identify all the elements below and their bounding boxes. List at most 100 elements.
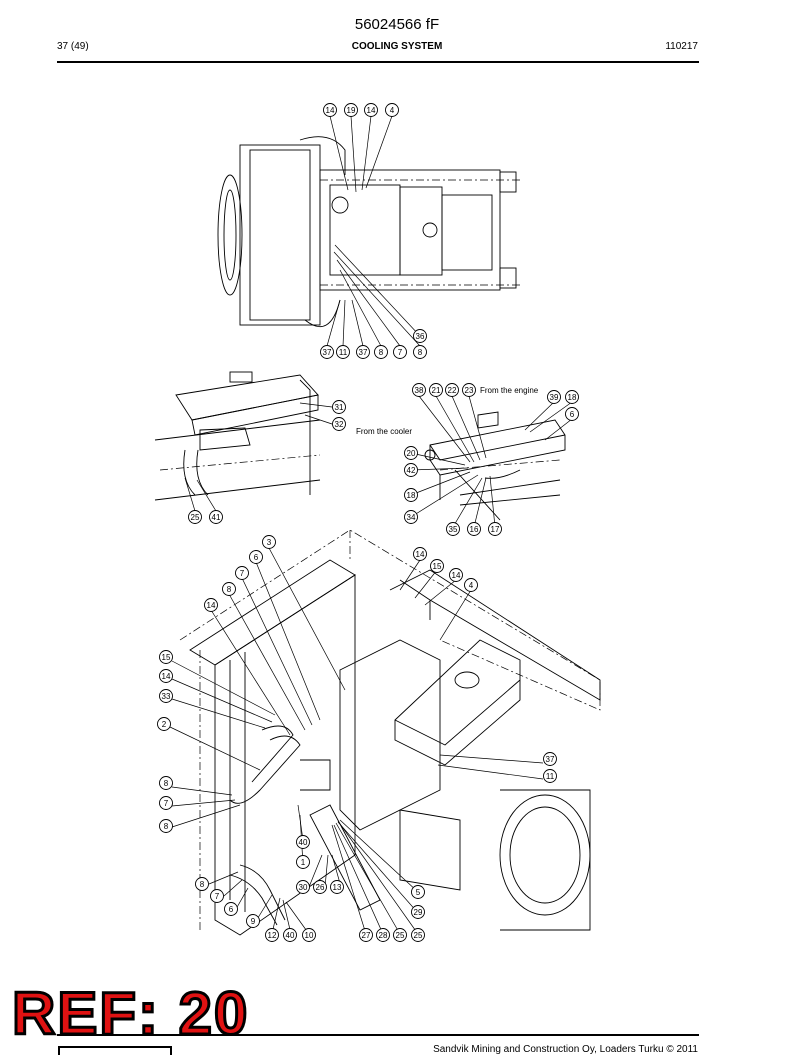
callout-balloon: 7 bbox=[210, 889, 224, 903]
callout-balloon: 42 bbox=[404, 463, 418, 477]
document-date: 110217 bbox=[665, 41, 698, 52]
svg-text:29: 29 bbox=[414, 908, 423, 917]
callout-balloon: 3 bbox=[262, 535, 276, 549]
callout-balloon: 18 bbox=[565, 390, 579, 404]
svg-text:15: 15 bbox=[433, 562, 442, 571]
svg-text:4: 4 bbox=[469, 581, 474, 590]
callout-balloon: 14 bbox=[323, 103, 337, 117]
note-from-cooler: From the cooler bbox=[356, 427, 412, 436]
svg-text:28: 28 bbox=[379, 931, 388, 940]
svg-text:37: 37 bbox=[359, 348, 368, 357]
callout-balloon: 34 bbox=[404, 510, 418, 524]
svg-text:25: 25 bbox=[191, 513, 200, 522]
callout-balloon: 4 bbox=[464, 578, 478, 592]
ref-stamp: REF: 20 bbox=[10, 980, 250, 1047]
footer-copyright: Sandvik Mining and Construction Oy, Load… bbox=[433, 1044, 698, 1055]
callout-balloon: 6 bbox=[565, 407, 579, 421]
svg-text:41: 41 bbox=[212, 513, 221, 522]
callout-balloon: 27 bbox=[359, 928, 373, 942]
svg-text:36: 36 bbox=[416, 332, 425, 341]
callout-balloon: 15 bbox=[159, 650, 173, 664]
svg-text:12: 12 bbox=[268, 931, 277, 940]
callout-balloon: 1 bbox=[296, 855, 310, 869]
page-number: 37 (49) bbox=[57, 41, 89, 52]
callout-balloon: 8 bbox=[159, 776, 173, 790]
svg-text:39: 39 bbox=[550, 393, 559, 402]
svg-text:14: 14 bbox=[207, 601, 216, 610]
svg-text:22: 22 bbox=[448, 386, 457, 395]
svg-text:10: 10 bbox=[305, 931, 314, 940]
callout-balloon: 8 bbox=[222, 582, 236, 596]
mid-left-drawing bbox=[154, 371, 321, 501]
svg-text:14: 14 bbox=[367, 106, 376, 115]
mid-left-callouts: 31 32 25 41 bbox=[188, 400, 346, 524]
callout-balloon: 39 bbox=[547, 390, 561, 404]
svg-text:25: 25 bbox=[396, 931, 405, 940]
svg-text:18: 18 bbox=[568, 393, 577, 402]
callout-balloon: 38 bbox=[412, 383, 426, 397]
svg-text:19: 19 bbox=[347, 106, 356, 115]
svg-text:5: 5 bbox=[416, 888, 421, 897]
svg-text:14: 14 bbox=[452, 571, 461, 580]
callout-balloon: 6 bbox=[224, 902, 238, 916]
svg-text:27: 27 bbox=[362, 931, 371, 940]
svg-text:42: 42 bbox=[407, 466, 416, 475]
callout-balloon: 8 bbox=[374, 345, 388, 359]
svg-text:23: 23 bbox=[465, 386, 474, 395]
callout-balloon: 8 bbox=[413, 345, 427, 359]
svg-text:26: 26 bbox=[316, 883, 325, 892]
svg-text:40: 40 bbox=[286, 931, 295, 940]
callout-balloon: 29 bbox=[411, 905, 425, 919]
mid-right-callouts: 38 21 22 23 39 18 6 20 42 18 34 35 16 17 bbox=[404, 383, 579, 536]
svg-text:31: 31 bbox=[335, 403, 344, 412]
svg-text:13: 13 bbox=[333, 883, 342, 892]
mid-right-leaders bbox=[410, 395, 573, 528]
callout-balloon: 28 bbox=[376, 928, 390, 942]
callout-balloon: 8 bbox=[159, 819, 173, 833]
callout-balloon: 41 bbox=[209, 510, 223, 524]
top-view-callouts: 14 19 14 4 36 37 11 37 8 7 8 bbox=[320, 103, 427, 359]
svg-text:21: 21 bbox=[432, 386, 441, 395]
callout-balloon: 2 bbox=[157, 717, 171, 731]
svg-text:32: 32 bbox=[335, 420, 344, 429]
callout-balloon: 7 bbox=[159, 796, 173, 810]
svg-text:38: 38 bbox=[415, 386, 424, 395]
callout-balloon: 19 bbox=[344, 103, 358, 117]
callout-balloon: 5 bbox=[411, 885, 425, 899]
svg-text:33: 33 bbox=[162, 692, 171, 701]
callout-balloon: 8 bbox=[195, 877, 209, 891]
callout-balloon: 26 bbox=[313, 880, 327, 894]
svg-text:35: 35 bbox=[449, 525, 458, 534]
svg-text:40: 40 bbox=[299, 838, 308, 847]
callout-balloon: 37 bbox=[320, 345, 334, 359]
callout-balloon: 7 bbox=[235, 566, 249, 580]
svg-text:6: 6 bbox=[570, 410, 575, 419]
callout-balloon: 37 bbox=[543, 752, 557, 766]
iso-view-leaders bbox=[169, 547, 544, 935]
callout-balloon: 7 bbox=[393, 345, 407, 359]
svg-text:20: 20 bbox=[407, 449, 416, 458]
mid-right-drawing bbox=[424, 411, 566, 521]
callout-balloon: 20 bbox=[404, 446, 418, 460]
callout-balloon: 31 bbox=[332, 400, 346, 414]
svg-text:11: 11 bbox=[546, 772, 555, 781]
section-title: COOLING SYSTEM bbox=[351, 41, 443, 52]
iso-view-callouts: 3 6 7 8 14 14 15 14 4 15 14 33 2 8 7 8 3… bbox=[157, 535, 557, 942]
callout-balloon: 16 bbox=[467, 522, 481, 536]
svg-text:8: 8 bbox=[164, 822, 169, 831]
callout-balloon: 4 bbox=[385, 103, 399, 117]
callout-balloon: 32 bbox=[332, 417, 346, 431]
callout-balloon: 15 bbox=[430, 559, 444, 573]
svg-text:8: 8 bbox=[379, 348, 384, 357]
callout-balloon: 10 bbox=[302, 928, 316, 942]
callout-balloon: 13 bbox=[330, 880, 344, 894]
svg-text:15: 15 bbox=[162, 653, 171, 662]
svg-text:8: 8 bbox=[200, 880, 205, 889]
svg-text:30: 30 bbox=[299, 883, 308, 892]
callout-balloon: 25 bbox=[188, 510, 202, 524]
svg-text:6: 6 bbox=[254, 553, 259, 562]
svg-text:4: 4 bbox=[390, 106, 395, 115]
callout-balloon: 37 bbox=[356, 345, 370, 359]
mid-left-leaders bbox=[184, 402, 333, 512]
